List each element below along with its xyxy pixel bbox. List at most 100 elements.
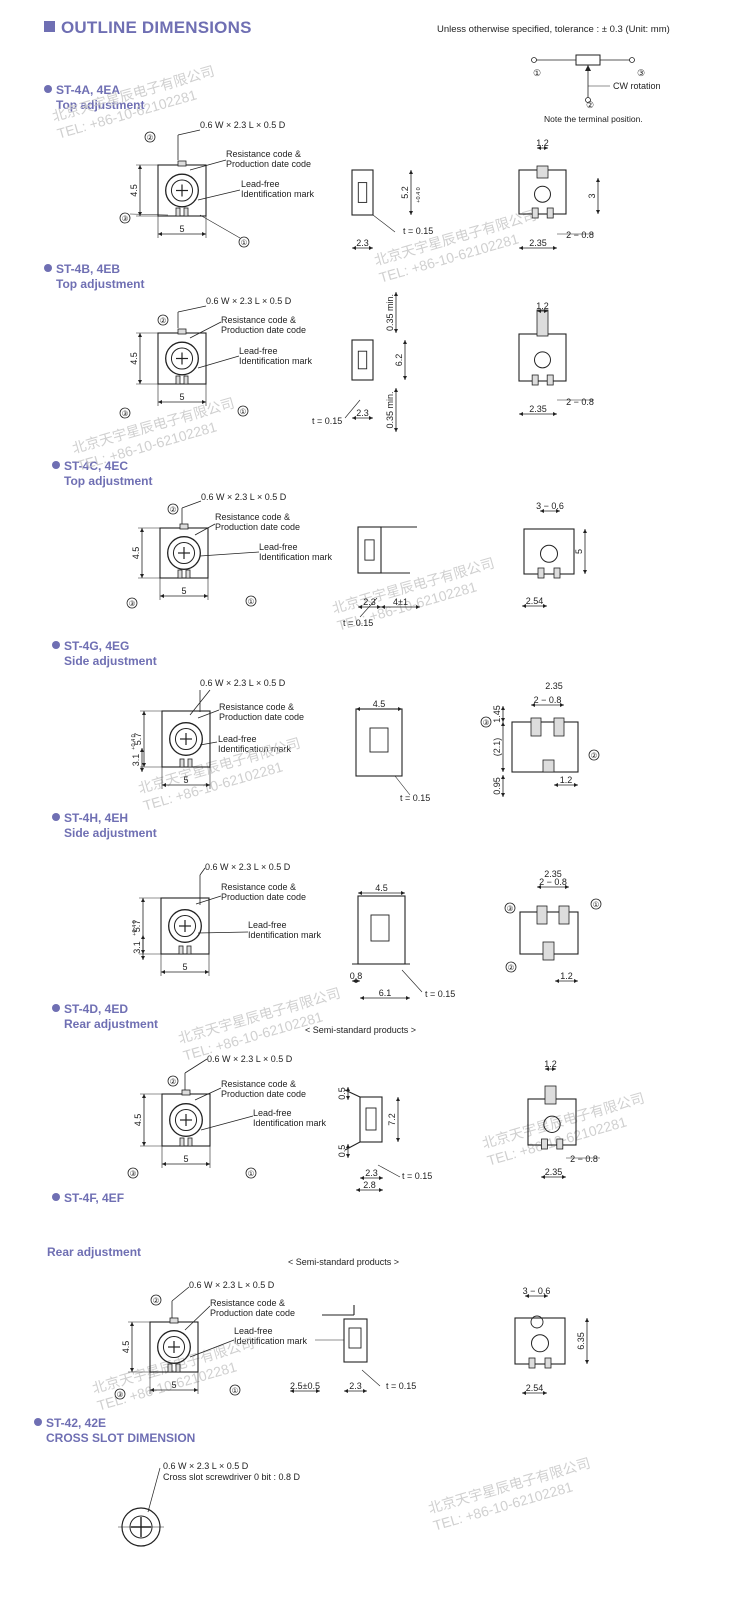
- rotor-outer: [169, 1103, 203, 1137]
- arrow-head: [358, 891, 362, 895]
- arrow-head: [537, 146, 541, 150]
- arrow-head: [543, 604, 547, 608]
- pitch-dim-label: 2.54: [526, 1383, 544, 1393]
- terminal-pad: [177, 569, 183, 579]
- bullet-icon: [52, 813, 60, 821]
- terminal-mark: [150, 1294, 162, 1306]
- thickness-label: t = 0.15: [400, 793, 430, 803]
- arrow-head: [401, 891, 405, 895]
- arrow-head: [583, 529, 587, 533]
- arrow-head: [352, 979, 356, 983]
- bullet-icon: [34, 1418, 42, 1426]
- top-dim-label: 3 − 0.6: [536, 501, 564, 511]
- arrow-head: [206, 1162, 210, 1166]
- terminal-mark: [157, 314, 169, 326]
- title-square-icon: [44, 21, 55, 32]
- leader-line: [189, 321, 222, 339]
- arrow-head: [138, 333, 142, 337]
- lead-dim-label: 4±1: [393, 597, 408, 607]
- rear-hole: [543, 1115, 561, 1133]
- section-header-4b: ST-4B, 4EB Top adjustment: [44, 262, 144, 291]
- arrow-head: [379, 1188, 383, 1192]
- side-width-dim-label: 4.5: [375, 883, 388, 893]
- terminal-pad: [187, 1137, 193, 1147]
- rear-pin: [542, 759, 555, 773]
- terminal-mark-label: ③: [483, 718, 490, 727]
- arrow-head: [585, 1318, 589, 1322]
- top-dim-label: 3 − 0.6: [523, 1286, 551, 1296]
- arrow-head: [544, 146, 548, 150]
- section-header-4h: ST-4H, 4EH Side adjustment: [52, 811, 157, 840]
- arrow-head: [356, 707, 360, 711]
- arrow-head: [360, 996, 364, 1000]
- side-width-dim-label: 2.3: [365, 1168, 378, 1178]
- terminal-mark-label: ②: [170, 505, 177, 514]
- top-terminal: [181, 1089, 191, 1096]
- terminal-mark: [127, 1167, 139, 1179]
- rear-hole: [534, 185, 551, 203]
- shaft-leader: [177, 129, 201, 136]
- shaft-label-4g: 0.6 W × 2.3 L × 0.5 D: [200, 678, 286, 688]
- arrow-head: [394, 329, 398, 333]
- arrow-head: [142, 1094, 146, 1098]
- arrow-head: [519, 246, 523, 250]
- terminal-mark-label: ①: [241, 238, 248, 247]
- rear-body: [523, 528, 575, 575]
- cross-slot-shaft-label: 0.6 W × 2.3 L × 0.5 D: [163, 1461, 249, 1471]
- leader-line: [199, 551, 260, 557]
- top-dim-label: 1.2: [536, 301, 549, 311]
- arrow-head: [553, 412, 557, 416]
- terminal-mark: [238, 236, 250, 248]
- leader-line: [194, 1087, 222, 1101]
- arrow-head: [537, 885, 541, 889]
- arrow-head: [555, 979, 559, 983]
- f-dim-label: 6.1: [379, 988, 392, 998]
- terminal-mark-label: ③: [117, 1390, 124, 1399]
- side-body: [357, 895, 406, 965]
- arrow-head: [204, 594, 208, 598]
- arrow-head: [202, 232, 206, 236]
- arrow-head: [560, 703, 564, 707]
- height-dim-label: 4.5: [131, 547, 141, 560]
- arrow-head: [346, 1154, 350, 1158]
- arrow-head: [352, 416, 356, 420]
- resistance-label-4c: Resistance code &Production date code: [215, 512, 301, 532]
- terminal-pad: [175, 207, 181, 217]
- resistance-label-4a: Resistance code &Production date code: [226, 149, 312, 169]
- arrow-head: [522, 604, 526, 608]
- inner-height-dim-label: 3.1: [131, 754, 141, 767]
- rotor-inner: [174, 1108, 198, 1132]
- leader-line: [197, 709, 220, 719]
- terminal-mark: [229, 1384, 241, 1396]
- arrow-head: [522, 1391, 526, 1395]
- arrow-head: [130, 1322, 134, 1326]
- arrow-head: [160, 594, 164, 598]
- arrow-head: [540, 509, 544, 513]
- arrow-head: [553, 246, 557, 250]
- rear-top-pad: [544, 1085, 557, 1105]
- arrow-head: [142, 1142, 146, 1146]
- section-sub-4f: Rear adjustment: [47, 1245, 142, 1259]
- tolerance-note: Unless otherwise specified, tolerance : …: [437, 24, 670, 35]
- resistance-label-4d: Resistance code &Production date code: [221, 1079, 307, 1099]
- rotor-inner: [172, 541, 196, 565]
- section-header-4d: ST-4D, 4ED Rear adjustment: [52, 1002, 158, 1031]
- shaft-label-4h: 0.6 W × 2.3 L × 0.5 D: [205, 862, 291, 872]
- arrow-head: [562, 1175, 566, 1179]
- terminal-pad: [185, 569, 191, 579]
- rear-body: [527, 1098, 577, 1146]
- arrow-head: [363, 1389, 367, 1393]
- terminal-mark: [126, 597, 138, 609]
- side-width-dim-label: 2.3: [356, 238, 369, 248]
- rotor-outer: [169, 722, 203, 756]
- g-dim-label: 0.5: [337, 1087, 347, 1100]
- arrow-head: [519, 412, 523, 416]
- shaft-leader: [177, 305, 207, 313]
- arrow-head: [544, 1294, 548, 1298]
- side-width-dim-label: 2.3: [349, 1381, 362, 1391]
- terminal-pad: [175, 375, 181, 385]
- top-dim-label: 1.2: [536, 138, 549, 148]
- shaft-leader: [184, 1058, 208, 1074]
